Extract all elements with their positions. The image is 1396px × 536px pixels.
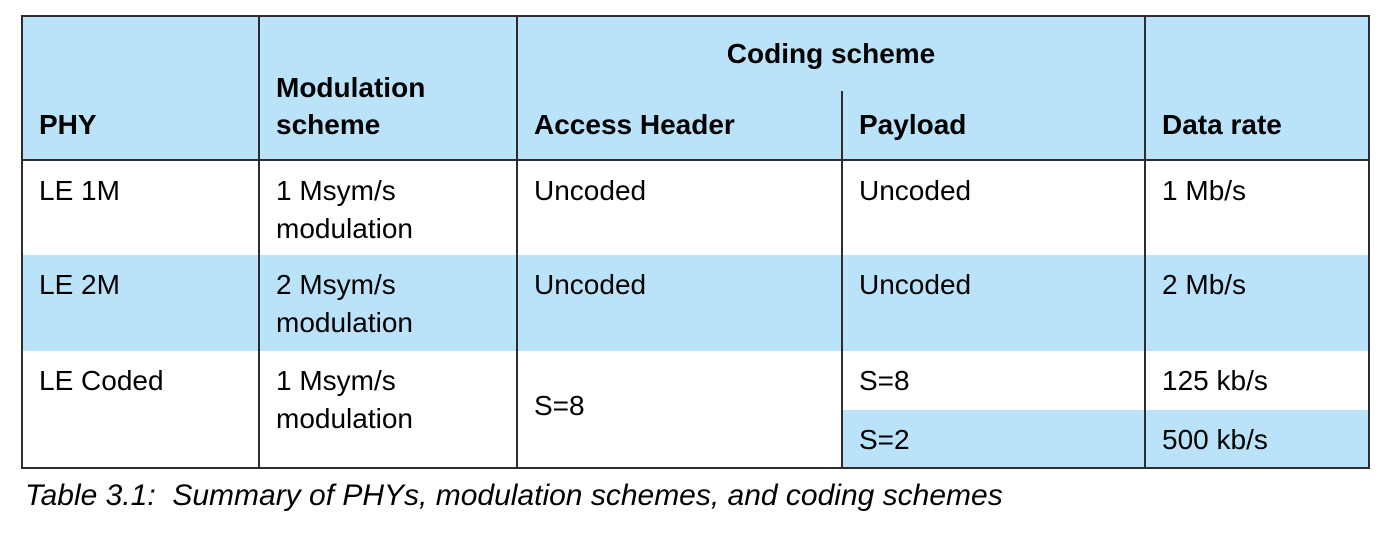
cell-le2m-access-header: Uncoded — [516, 255, 842, 351]
phy-summary-table: PHY Modulation scheme Coding scheme Data… — [21, 15, 1371, 469]
cell-le1m-data-rate: 1 Mb/s — [1144, 160, 1370, 255]
cell-lecoded-payload-s2: S=2 — [840, 410, 1146, 468]
cell-le2m-data-rate: 2 Mb/s — [1144, 255, 1370, 351]
header-access-header: Access Header — [516, 91, 842, 161]
cell-le1m-access-header: Uncoded — [516, 160, 842, 255]
cell-lecoded-data-rate-500: 500 kb/s — [1144, 410, 1370, 468]
header-modulation-scheme: Modulation scheme — [258, 16, 517, 161]
cell-lecoded-data-rate-125: 125 kb/s — [1144, 351, 1370, 410]
header-payload: Payload — [840, 91, 1146, 161]
header-data-rate: Data rate — [1144, 16, 1370, 161]
cell-lecoded-phy: LE Coded — [21, 351, 259, 468]
table-row-le-coded-s2: S=2 500 kb/s — [22, 410, 1370, 468]
cell-lecoded-access-header: S=8 — [516, 351, 842, 468]
cell-lecoded-payload-s8: S=8 — [840, 351, 1146, 410]
table-caption: Table 3.1: Summary of PHYs, modulation s… — [25, 479, 1003, 512]
cell-le2m-modulation: 2 Msym/s modulation — [258, 255, 517, 351]
cell-le2m-phy: LE 2M — [21, 255, 259, 351]
header-coding-scheme: Coding scheme — [515, 16, 1146, 91]
table-row-le-1m: LE 1M 1 Msym/s modulation Uncoded Uncode… — [21, 160, 1370, 255]
table-row-le-2m: LE 2M 2 Msym/s modulation Uncoded Uncode… — [21, 255, 1370, 351]
cell-lecoded-modulation: 1 Msym/s modulation — [258, 351, 517, 468]
cell-le1m-payload: Uncoded — [840, 160, 1146, 255]
cell-le2m-payload: Uncoded — [840, 255, 1146, 351]
header-phy: PHY — [21, 16, 259, 161]
cell-le1m-modulation: 1 Msym/s modulation — [258, 160, 517, 255]
cell-le1m-phy: LE 1M — [21, 160, 259, 255]
table-row-le-coded-s8: LE Coded 1 Msym/s modulation S=8 S=8 125… — [21, 351, 1370, 468]
